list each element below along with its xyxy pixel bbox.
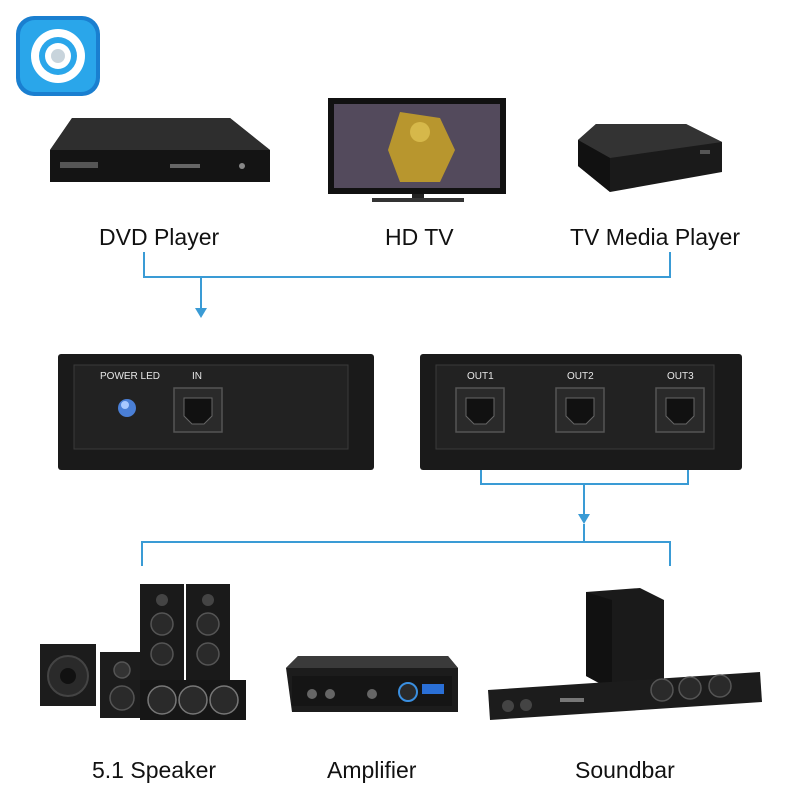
output-label-amplifier: Amplifier [327, 757, 417, 783]
source-label-tv: HD TV [385, 224, 454, 250]
power-led-label: POWER LED [100, 371, 161, 382]
output-label-soundbar: Soundbar [575, 757, 675, 783]
out2-port-label: OUT2 [567, 371, 594, 382]
optical-out1-port [455, 387, 505, 433]
optical-in-port [173, 387, 223, 433]
out3-port-label: OUT3 [667, 371, 694, 382]
source-label-dvd: DVD Player [99, 224, 220, 250]
out1-port-label: OUT1 [467, 371, 494, 382]
power-led-icon [118, 399, 136, 417]
in-port-label: IN [192, 371, 202, 382]
output-label-speaker: 5.1 Speaker [92, 757, 217, 783]
arrow-down-icon [578, 514, 590, 524]
optical-out3-port [655, 387, 705, 433]
source-label-media: TV Media Player [570, 224, 741, 250]
arrow-down-icon [195, 308, 207, 318]
optical-out2-port [555, 387, 605, 433]
